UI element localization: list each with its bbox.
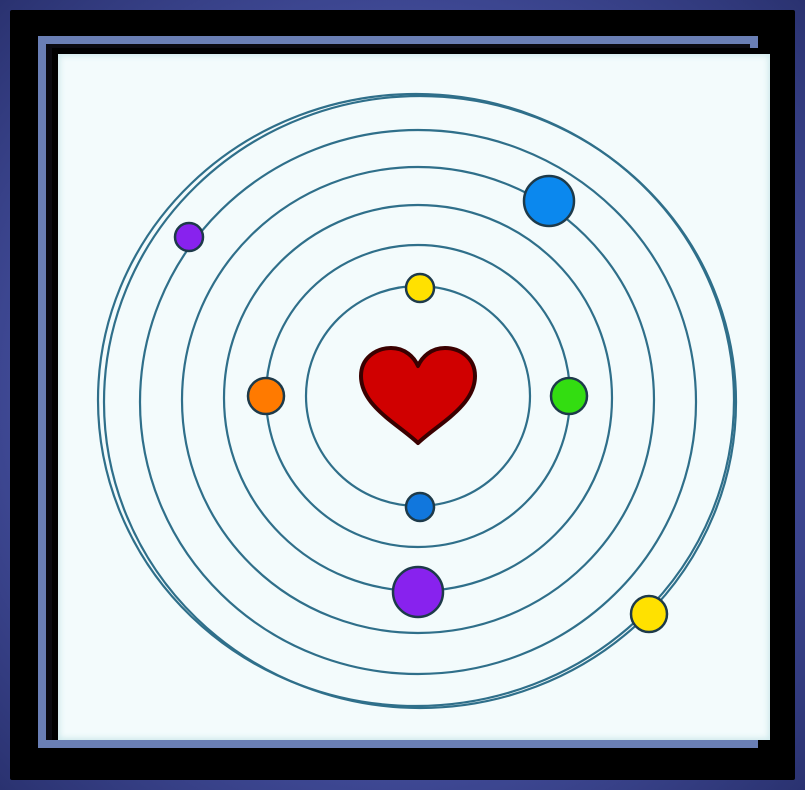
- illustration-canvas: [58, 54, 770, 740]
- planet-yellow-top: [406, 274, 434, 302]
- heart-icon: [361, 348, 475, 443]
- solar-heart-illustration: [58, 54, 770, 740]
- planet-purple-large-bottom: [393, 567, 443, 617]
- planet-orange-left: [248, 378, 284, 414]
- planet-blue-small-bottom: [406, 493, 434, 521]
- planet-blue-large-top-right: [524, 176, 574, 226]
- planet-yellow-bottom-right: [631, 596, 667, 632]
- planet-purple-small-top-left: [175, 223, 203, 251]
- planet-green-right: [551, 378, 587, 414]
